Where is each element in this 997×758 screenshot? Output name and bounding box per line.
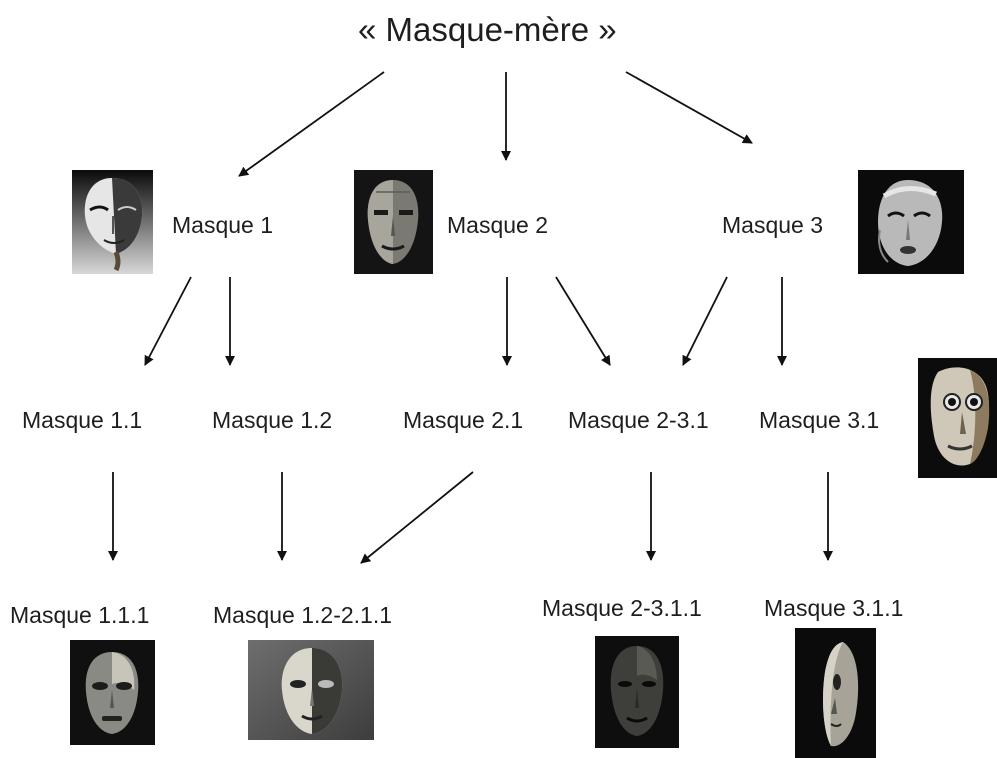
masque-2-label: Masque 2 <box>447 212 549 238</box>
arrow-masque-3-to-2-3-1 <box>682 276 728 366</box>
masque-1-1-1-label: Masque 1.1.1 <box>10 602 150 628</box>
masque-3-1-label: Masque 3.1 <box>759 407 880 433</box>
mask-1-photo <box>72 170 153 274</box>
masque-3-label: Masque 3 <box>722 212 824 238</box>
masque-2-3-1-1-label: Masque 2-3.1.1 <box>542 595 702 621</box>
mask-3-1-photo <box>918 358 997 478</box>
root-label: « Masque-mère » <box>358 11 617 48</box>
mask-1-1-1-photo <box>70 640 155 745</box>
mask-2-photo <box>354 170 433 274</box>
arrow-masque-2-to-2-3-1 <box>555 276 611 366</box>
masque-3-1-1-label: Masque 3.1.1 <box>764 595 904 621</box>
arrow-2-1-to-1-2-2-1-1 <box>360 471 474 564</box>
masque-1-1-label: Masque 1.1 <box>22 407 143 433</box>
masque-2-1-label: Masque 2.1 <box>403 407 524 433</box>
arrow-masque-1-to-1-1 <box>144 276 192 366</box>
masque-1-label: Masque 1 <box>172 212 274 238</box>
mask-2-3-1-1-photo <box>595 636 679 748</box>
mask-1-2-2-1-1-photo <box>248 640 374 740</box>
masque-1-2-label: Masque 1.2 <box>212 407 333 433</box>
masque-1-2-2-1-1-label: Masque 1.2-2.1.1 <box>213 602 393 628</box>
mask-3-photo <box>858 170 964 274</box>
mask-3-1-1-photo <box>795 628 876 758</box>
masque-2-3-1-label: Masque 2-3.1 <box>568 407 709 433</box>
arrow-root-to-masque-1 <box>238 71 385 177</box>
arrow-root-to-masque-3 <box>625 71 753 144</box>
